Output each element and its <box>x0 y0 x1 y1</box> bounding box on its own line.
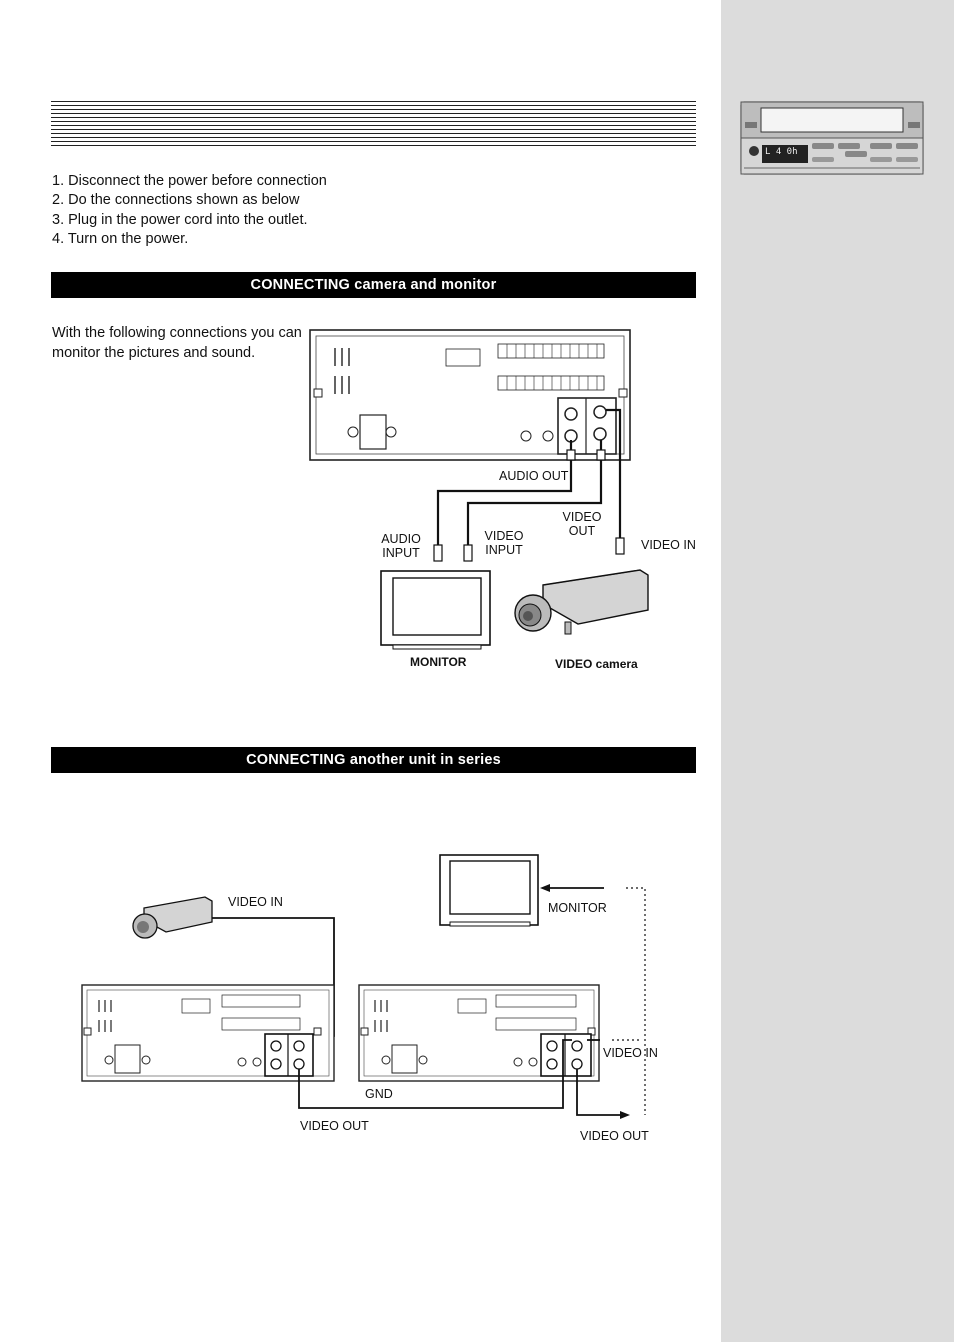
label-audio-input-line1: AUDIO <box>381 532 421 546</box>
label-gnd: GND <box>365 1087 393 1101</box>
label-video-out: VIDEO OUT <box>561 510 603 538</box>
label-video-input-line2: INPUT <box>485 543 523 557</box>
label-audio-input-line2: INPUT <box>382 546 420 560</box>
vcr-display-readout: L 4 0h <box>765 147 798 157</box>
label-video-in: VIDEO IN <box>641 538 696 552</box>
step-item: 1. Disconnect the power before connectio… <box>52 173 327 189</box>
step-item: 2. Do the connections shown as below <box>52 192 300 209</box>
section-title-rest: camera and monitor <box>354 277 497 293</box>
sidebar-panel <box>721 0 954 1342</box>
section-title-strong: CONNECTING <box>246 752 346 768</box>
label-video-out-line1: VIDEO <box>562 510 602 524</box>
label-video-input-line1: VIDEO <box>484 529 524 543</box>
section-title-rest: another unit in series <box>349 752 501 768</box>
label-video-out-line2: OUT <box>568 524 596 538</box>
steps-list: 1. Disconnect the power before connectio… <box>52 172 327 249</box>
label-video-out-right: VIDEO OUT <box>580 1129 649 1143</box>
label-monitor-series: MONITOR <box>548 901 607 915</box>
section-title-strong: CONNECTING <box>250 277 351 293</box>
section-title-series: CONNECTING another unit in series <box>51 747 696 773</box>
header-rule-block <box>51 101 696 149</box>
label-video-input: VIDEO INPUT <box>483 529 525 557</box>
label-video-in-right: VIDEO IN <box>603 1046 658 1060</box>
step-item: 3. Plug in the power cord into the outle… <box>52 211 308 228</box>
label-video-in-camera: VIDEO IN <box>228 895 283 909</box>
label-monitor: MONITOR <box>410 655 467 669</box>
intro-text: With the following connections you can m… <box>52 325 302 361</box>
label-video-out-left: VIDEO OUT <box>300 1119 369 1133</box>
section-title-camera-monitor: CONNECTING camera and monitor <box>51 272 696 298</box>
label-audio-input: AUDIO INPUT <box>378 532 424 560</box>
label-video-camera: VIDEO camera <box>555 657 638 671</box>
label-audio-out: AUDIO OUT <box>499 469 569 483</box>
step-item: 4. Turn on the power. <box>52 230 189 247</box>
